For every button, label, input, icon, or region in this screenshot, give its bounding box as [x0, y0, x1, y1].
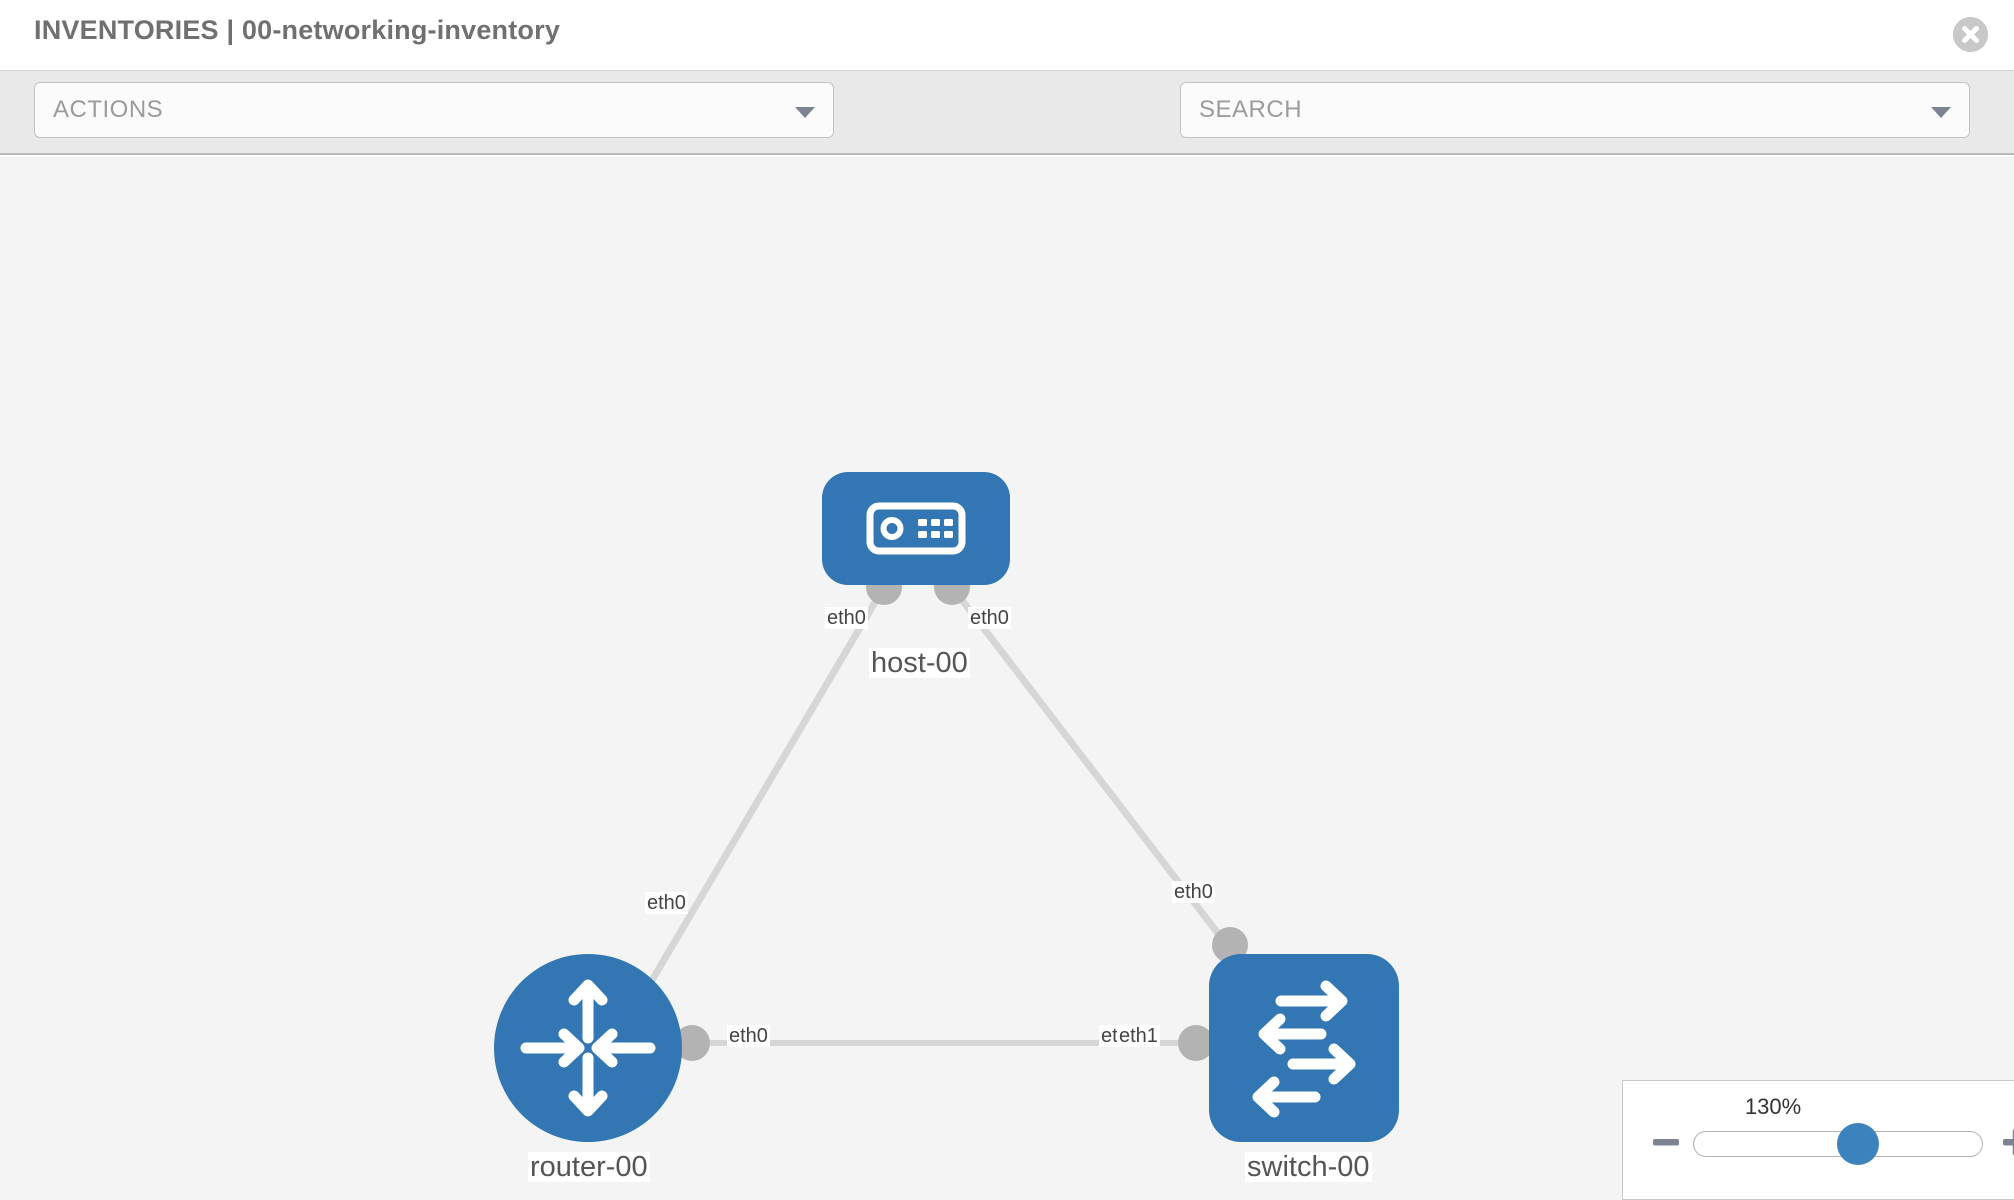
server-icon [866, 502, 966, 555]
close-icon[interactable] [1953, 17, 1988, 52]
interface-label: eth0 [825, 607, 868, 629]
interface-label: eth0 [645, 892, 688, 914]
interface-label: eth0 [968, 607, 1011, 629]
actions-dropdown[interactable]: ACTIONS [34, 82, 834, 138]
zoom-control-panel: 130% [1622, 1080, 2014, 1200]
topology-canvas[interactable]: eth0eth0eth0eth0eth0eth0eth1host-00route… [0, 157, 2014, 1200]
search-input[interactable]: SEARCH [1180, 82, 1970, 138]
topology-node-router-00[interactable] [494, 954, 682, 1142]
switch-arrows-icon [1252, 980, 1356, 1118]
topology-port-switch-00[interactable] [1212, 927, 1248, 963]
zoom-level-value: 130% [1744, 1094, 1802, 1119]
zoom-slider-thumb[interactable] [1836, 1123, 1879, 1165]
page-header: INVENTORIES | 00-networking-inventory [0, 0, 2014, 70]
topology-node-switch-00[interactable] [1209, 954, 1399, 1142]
topology-port-router-00[interactable] [674, 1025, 710, 1061]
router-arrows-icon [520, 979, 656, 1117]
topology-port-switch-00[interactable] [1178, 1025, 1214, 1061]
ports-layer [674, 569, 1248, 1061]
toolbar: ACTIONS SEARCH [0, 70, 2014, 198]
topology-graph [494, 472, 1399, 1142]
topology-link-host-00-router-00[interactable] [644, 585, 888, 989]
topology-node-label-host-00: host-00 [869, 647, 970, 679]
host-node-shape [822, 472, 1010, 585]
zoom-out-button[interactable] [1649, 1125, 1683, 1159]
search-chevron-down-icon[interactable] [1931, 107, 1951, 118]
topology-node-label-router-00: router-00 [528, 1151, 650, 1183]
actions-dropdown-label: ACTIONS [53, 96, 164, 123]
topology-node-label-switch-00: switch-00 [1245, 1151, 1372, 1183]
topology-node-host-00[interactable] [822, 472, 1010, 585]
chevron-down-icon [795, 107, 815, 118]
zoom-in-button[interactable] [1999, 1125, 2014, 1159]
page-title: INVENTORIES | 00-networking-inventory [34, 15, 561, 45]
switch-node-shape [1209, 954, 1399, 1142]
interface-label: eth0 [1172, 881, 1215, 903]
interface-label: eth0 [727, 1025, 770, 1047]
interface-label: eth1 [1117, 1025, 1160, 1047]
search-placeholder: SEARCH [1199, 96, 1303, 123]
router-node-shape [494, 954, 682, 1142]
